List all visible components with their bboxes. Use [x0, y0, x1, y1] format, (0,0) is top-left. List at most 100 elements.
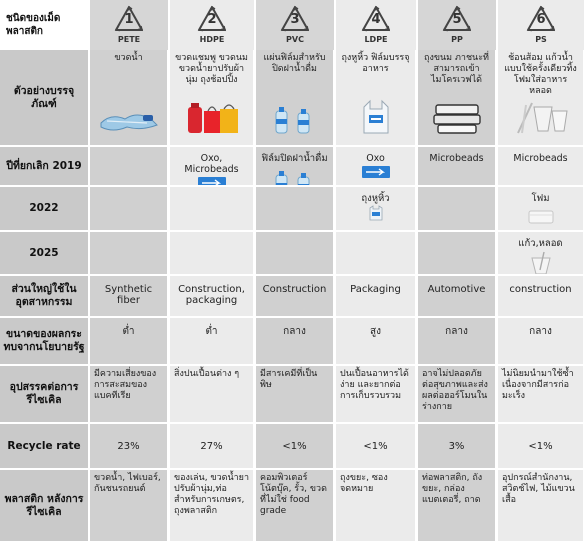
cell-text: Packaging — [350, 284, 401, 295]
cell-impact-ldpe: สูง — [336, 318, 416, 366]
microbead-tag-icon — [340, 165, 411, 183]
cell-impact-pp: กลาง — [418, 318, 496, 366]
cell-text: ปนเปื้อนอาหารได้ง่าย และยากต่อการเก็บรวบ… — [340, 369, 409, 401]
cell-examples-ps: ช้อนส้อม แก้วน้ำแบบใช้ครั้งเดียวทิ้ง โฟม… — [498, 50, 584, 147]
cell-obstacles-pvc: มีสารเคมีที่เป็นพิษ — [256, 366, 334, 424]
cell-recycle-pete: 23% — [90, 424, 168, 470]
cell-after-hdpe: ของเล่น, ขวดน้ำยาปรับผ้านุ่ม,ท่อสำหรับกา… — [170, 470, 254, 543]
cell-y2022-pete — [90, 187, 168, 232]
cell-text: แผ่นฟิล์มสำหรับปิดฝาน้ำดื่ม — [263, 53, 326, 74]
cell-after-ldpe: ถุงขยะ, ซองจดหมาย — [336, 470, 416, 543]
water-bottles-icon — [256, 101, 333, 139]
cell-y2019-ldpe: Oxo — [336, 147, 416, 187]
recycle-triangle-icon — [196, 4, 228, 38]
cell-industry-hdpe: Construction, packaging — [170, 276, 254, 318]
cell-impact-pete: ต่ำ — [90, 318, 168, 366]
cell-recycle-pvc: <1% — [256, 424, 334, 470]
resin-code: PETE — [117, 35, 141, 44]
cell-text: ของเล่น, ขวดน้ำยาปรับผ้านุ่ม,ท่อสำหรับกา… — [174, 473, 250, 516]
cell-text: ไม่นิยมนำมาใช้ซ้ำเนื่องจากมีสารก่อมะเร็ง — [502, 369, 574, 401]
cell-industry-ldpe: Packaging — [336, 276, 416, 318]
cell-text: มีสารเคมีที่เป็นพิษ — [260, 369, 318, 390]
bag-tag-icon — [340, 205, 411, 225]
cell-text: ถุงหูหิ้ว ฟิล์มบรรจุอาหาร — [341, 53, 410, 74]
cell-text: สิ่งปนเปื้อนต่าง ๆ — [174, 369, 240, 379]
cell-industry-pvc: Construction — [256, 276, 334, 318]
cell-text: ช้อนส้อม แก้วน้ำแบบใช้ครั้งเดียวทิ้ง โฟม… — [504, 53, 577, 96]
cell-text: กลาง — [445, 326, 468, 337]
cell-obstacles-ldpe: ปนเปื้อนอาหารได้ง่าย และยากต่อการเก็บรวบ… — [336, 366, 416, 424]
cell-examples-ldpe: ถุงหูหิ้ว ฟิล์มบรรจุอาหาร — [336, 50, 416, 147]
cell-y2019-pp: Microbeads — [418, 147, 496, 187]
cell-examples-hdpe: ขวดแชมพู ขวดนม ขวดน้ำยาปรับผ้านุ่ม ถุงช้… — [170, 50, 254, 147]
cell-recycle-ldpe: <1% — [336, 424, 416, 470]
cell-y2025-ldpe — [336, 232, 416, 276]
cell-text: <1% — [363, 440, 388, 452]
resin-number: 3 — [290, 12, 300, 27]
cell-after-ps: อุปกรณ์สำนักงาน, สวิตช์ไฟ, ไม้แขวนเสื้อ — [498, 470, 584, 543]
cell-text: ถุงขนม ภาชนะที่สามารถเข้าไมโครเวฟได้ — [424, 53, 489, 85]
cell-y2022-pp — [418, 187, 496, 232]
water-bottles-icon — [260, 165, 329, 185]
table-corner-label: ชนิดของเม็ดพลาสติก — [0, 0, 90, 50]
cell-text: 23% — [117, 440, 140, 452]
cell-text: ขวดน้ำ — [114, 53, 143, 63]
row-label-after: พลาสติก หลังการรีไซเคิล — [0, 470, 88, 543]
resin-code: HDPE — [199, 35, 225, 44]
cell-recycle-ps: <1% — [498, 424, 584, 470]
row-label-obstacles: อุปสรรคต่อการรีไซเคิล — [0, 366, 88, 424]
cell-industry-pete: Synthetic fiber — [90, 276, 168, 318]
cell-obstacles-pp: อาจไม่ปลอดภัยต่อสุขภาพและส่งผลต่อฮอร์โมน… — [418, 366, 496, 424]
row-label-impact: ขนาดของผลกระทบจากนโยบายรัฐ — [0, 318, 88, 366]
resin-number: 6 — [536, 12, 546, 27]
food-containers-icon — [418, 101, 495, 139]
resin-number: 4 — [371, 12, 381, 27]
cell-text: คอมพิวเตอร์ โน้ตบุ๊ค, รั้ว, ขวดที่ไม่ใช่… — [260, 473, 327, 516]
cell-text: โฟม — [531, 193, 550, 204]
resin-code: PVC — [286, 35, 304, 44]
cell-y2022-ldpe: ถุงหูหิ้ว — [336, 187, 416, 232]
recycle-triangle-icon — [441, 4, 473, 38]
cutlery-cups-icon — [498, 99, 583, 139]
cell-text: 27% — [200, 440, 223, 452]
resin-number: 2 — [207, 12, 217, 27]
cell-text: สูง — [370, 326, 381, 337]
cup-straw-icon — [502, 250, 579, 274]
cell-text: <1% — [282, 440, 307, 452]
cell-recycle-pp: 3% — [418, 424, 496, 470]
cell-text: Oxo, Microbeads — [184, 153, 239, 175]
cell-y2019-pvc: ฟิล์มปิดฝาน้ำดื่ม — [256, 147, 334, 187]
cell-obstacles-ps: ไม่นิยมนำมาใช้ซ้ำเนื่องจากมีสารก่อมะเร็ง — [498, 366, 584, 424]
cell-text: Synthetic fiber — [104, 284, 153, 306]
row-label-examples: ตัวอย่างบรรจุภัณฑ์ — [0, 50, 88, 147]
cell-text: ฟิล์มปิดฝาน้ำดื่ม — [261, 153, 328, 164]
cell-text: ต่ำ — [205, 326, 218, 337]
resin-code: PS — [535, 35, 547, 44]
cell-industry-ps: construction — [498, 276, 584, 318]
shopping-bags-icon — [170, 99, 253, 139]
resin-number: 5 — [452, 12, 462, 27]
cell-after-pete: ขวดน้ำ, ไฟเบอร์, กันชนรถยนต์ — [90, 470, 168, 543]
cell-text: construction — [509, 284, 572, 295]
cell-examples-pete: ขวดน้ำ — [90, 50, 168, 147]
recycle-triangle-icon — [525, 4, 557, 38]
cell-recycle-hdpe: 27% — [170, 424, 254, 470]
cell-text: ถุงขยะ, ซองจดหมาย — [340, 473, 388, 494]
cell-examples-pp: ถุงขนม ภาชนะที่สามารถเข้าไมโครเวฟได้ — [418, 50, 496, 147]
resin-code: PP — [451, 35, 463, 44]
cell-y2025-pete — [90, 232, 168, 276]
cell-after-pp: ท่อพลาสติก, ถังขยะ, กล่องแบตเตอรี่, ถาด — [418, 470, 496, 543]
cell-text: ถุงหูหิ้ว — [361, 193, 390, 204]
cell-y2025-pvc — [256, 232, 334, 276]
recycle-triangle-icon — [360, 4, 392, 38]
thank-you-bag-icon — [336, 97, 415, 139]
cell-y2025-ps: แก้ว,หลอด — [498, 232, 584, 276]
cell-text: กลาง — [283, 326, 306, 337]
cell-obstacles-pete: มีความเสี่ยงของการสะสมของแบคทีเรีย — [90, 366, 168, 424]
